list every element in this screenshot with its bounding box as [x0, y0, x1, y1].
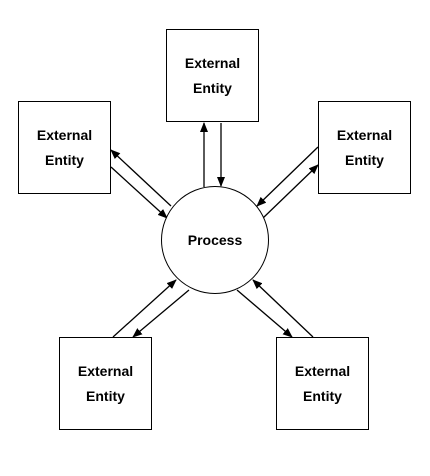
arrow-lower-left-to-process — [112, 279, 177, 338]
external-entity-upper-left[interactable]: External Entity — [18, 101, 111, 194]
external-entity-lower-left[interactable]: External Entity — [59, 337, 152, 430]
entity-label: External Entity — [294, 362, 351, 404]
arrow-upper-right-to-process — [256, 146, 319, 207]
entity-label: External Entity — [184, 54, 241, 96]
external-entity-upper-right[interactable]: External Entity — [318, 101, 411, 194]
entity-label: External Entity — [336, 126, 393, 168]
arrow-lower-right-to-process — [252, 279, 314, 338]
process-label: Process — [187, 232, 243, 248]
entity-label: External Entity — [36, 126, 93, 168]
arrow-process-to-upper-left — [110, 149, 172, 207]
arrow-upper-left-to-process — [110, 166, 168, 219]
arrow-process-to-lower-left — [132, 289, 190, 338]
arrow-process-to-upper-right — [262, 164, 319, 219]
arrow-process-to-lower-right — [236, 289, 293, 338]
external-entity-top[interactable]: External Entity — [166, 29, 259, 122]
external-entity-lower-right[interactable]: External Entity — [276, 337, 369, 430]
process-node[interactable]: Process — [161, 186, 269, 294]
entity-label: External Entity — [77, 362, 134, 404]
